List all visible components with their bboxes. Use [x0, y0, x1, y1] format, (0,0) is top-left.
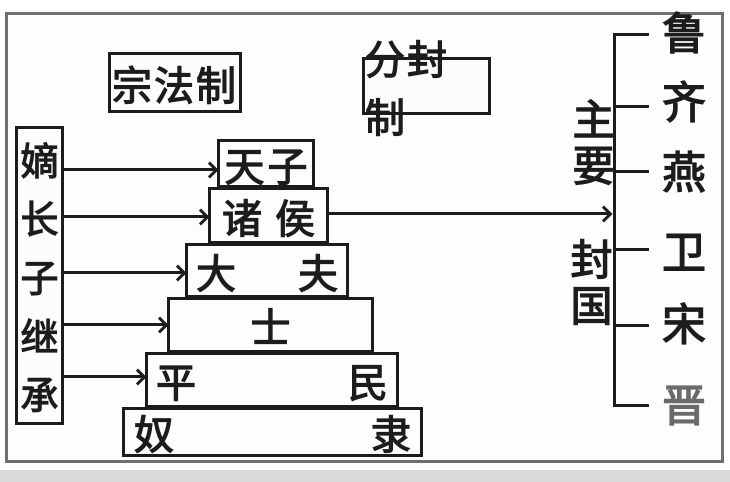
vertical-label-fengguo: 封国 [565, 238, 612, 330]
bottom-strip [0, 470, 730, 482]
vertical-label-zhuyao: 主要 [567, 98, 614, 190]
rank-box-tianzi: 天 子 [217, 139, 315, 190]
state-jin: 晋 [662, 382, 706, 431]
rank-box-dafu: 大 夫 [185, 243, 349, 298]
arrow-to-zhuhou-icon [63, 215, 206, 218]
rank-label: 平 [156, 362, 196, 406]
inheritance-char: 承 [20, 376, 59, 419]
rank-box-shi: 士 [167, 297, 374, 353]
rank-label: 隶 [371, 414, 411, 458]
inheritance-char: 长 [20, 200, 59, 243]
state-qi: 齐 [662, 79, 706, 128]
rank-box-zhuhou: 诸 侯 [208, 187, 329, 244]
bracket-tick [613, 324, 649, 327]
inheritance-char: 子 [20, 258, 59, 301]
inheritance-box: 嫡 长 子 继 承 [15, 126, 64, 425]
states-bracket [613, 33, 616, 407]
bracket-tick [613, 105, 649, 108]
rank-label: 夫 [298, 252, 338, 297]
arrow-to-dafu-icon [63, 271, 183, 274]
rank-label: 士 [250, 307, 291, 351]
zongfazhi-title-box: 宗法制 [108, 52, 242, 113]
rank-box-pingmin: 平 民 [145, 352, 399, 408]
inheritance-char: 嫡 [20, 141, 59, 184]
inheritance-char: 继 [20, 317, 59, 360]
bracket-tick [613, 33, 649, 36]
arrow-to-pingmin-icon [63, 375, 143, 378]
rank-label: 侯 [275, 197, 315, 242]
arrow-zhuhou-to-states-icon [328, 212, 609, 215]
arrow-to-shi-icon [63, 323, 165, 326]
state-song: 宋 [662, 301, 706, 350]
rank-label: 诸 [222, 197, 262, 242]
bracket-tick [613, 170, 649, 173]
state-lu: 鲁 [662, 10, 706, 59]
rank-label: 奴 [134, 414, 174, 458]
rank-label: 民 [348, 362, 388, 406]
rank-label: 天 [224, 145, 265, 190]
rank-box-nuli: 奴 隶 [122, 407, 423, 458]
state-yan: 燕 [662, 149, 706, 198]
rank-label: 大 [196, 252, 236, 297]
rank-label: 子 [267, 145, 308, 190]
arrow-to-tianzi-icon [63, 168, 215, 171]
fenfengzhi-title-box: 分封制 [362, 39, 491, 141]
state-wei: 卫 [662, 229, 706, 278]
bracket-tick [613, 404, 649, 407]
bracket-tick [613, 248, 649, 251]
